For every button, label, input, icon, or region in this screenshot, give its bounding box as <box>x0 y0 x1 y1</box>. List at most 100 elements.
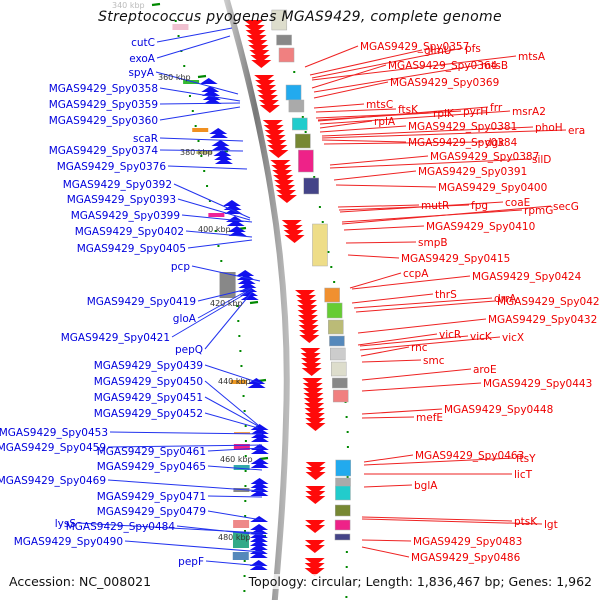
reverse-gene-label[interactable]: MGAS9429_Spy0428 <box>497 296 600 308</box>
reverse-gene-label[interactable]: mefE <box>416 412 443 424</box>
forward-gene-label[interactable]: MGAS9429_Spy0451 <box>94 392 203 404</box>
reverse-gene-box <box>276 34 292 46</box>
reverse-gene-label[interactable]: mtsC <box>366 99 393 111</box>
reverse-gene-label[interactable]: ftsK <box>398 104 419 116</box>
reverse-gene-label[interactable]: pyrH <box>463 106 488 118</box>
forward-gene-label[interactable]: pepF <box>178 556 204 568</box>
reverse-gene-label[interactable]: frr <box>490 102 503 114</box>
reverse-gene-label[interactable]: rnc <box>411 342 428 354</box>
forward-gene-label[interactable]: MGAS9429_Spy0393 <box>67 194 176 206</box>
reverse-gene-label[interactable]: thrS <box>435 289 457 301</box>
forward-gene-label[interactable]: exoA <box>129 53 156 65</box>
reverse-gene-label[interactable]: ccpA <box>403 268 429 280</box>
reverse-gene-label[interactable]: ftsY <box>516 453 536 465</box>
forward-gene-label[interactable]: MGAS9429_Spy0450 <box>94 376 203 388</box>
reverse-gene-label[interactable]: MGAS9429_Spy0400 <box>438 182 547 194</box>
reverse-gene-label[interactable]: phoH <box>535 122 563 134</box>
reverse-gene-label[interactable]: coaE <box>505 197 530 209</box>
reverse-gene-label[interactable]: smc <box>423 355 445 367</box>
forward-gene-label[interactable]: MGAS9429_Spy0374 <box>49 145 159 157</box>
forward-gene-label[interactable]: pepQ <box>175 344 203 356</box>
forward-gene-label[interactable]: MGAS9429_Spy0453 <box>0 427 108 439</box>
forward-gene-label[interactable]: MGAS9429_Spy0490 <box>14 536 123 548</box>
reverse-gene-label[interactable]: mtsB <box>481 60 508 72</box>
forward-gene-arrow <box>250 516 269 522</box>
forward-gene-label[interactable]: MGAS9429_Spy0461 <box>97 446 206 458</box>
forward-gene-label[interactable]: pcp <box>171 261 190 273</box>
reverse-gene-label[interactable]: MGAS9429_Spy0486 <box>411 552 521 564</box>
reverse-gene-label[interactable]: glmU <box>424 45 452 57</box>
reverse-gene-label[interactable]: rpmG <box>524 205 553 217</box>
reverse-gene-label[interactable]: era <box>568 125 585 137</box>
reverse-gene-label[interactable]: rplK <box>433 108 455 120</box>
reverse-gene-arrow <box>298 320 319 328</box>
reverse-gene-arrow <box>258 100 279 108</box>
label-connector <box>363 484 413 488</box>
reverse-gene-label[interactable]: MGAS9429_Spy0415 <box>401 253 510 265</box>
reverse-gene-label[interactable]: dgk <box>485 137 505 149</box>
reverse-gene-label[interactable]: vicK <box>470 331 493 343</box>
forward-gene-label[interactable]: MGAS9429_Spy0479 <box>97 506 206 518</box>
reverse-gene-label[interactable]: MGAS9429_Spy0357 <box>360 41 469 53</box>
forward-gene-label[interactable]: spyA <box>128 67 154 79</box>
label-connector <box>311 47 464 79</box>
forward-gene-label[interactable]: cutC <box>131 37 155 49</box>
forward-gene-label[interactable]: MGAS9429_Spy0439 <box>94 360 203 372</box>
reverse-gene-label[interactable]: vicX <box>502 332 524 344</box>
forward-gene-label[interactable]: MGAS9429_Spy0452 <box>94 408 203 420</box>
reverse-gene-label[interactable]: MGAS9429_Spy0384 <box>408 137 518 149</box>
forward-gene-arrow <box>211 140 230 146</box>
forward-gene-label[interactable]: MGAS9429_Spy0484 <box>66 521 176 533</box>
forward-gene-label[interactable]: MGAS9429_Spy0471 <box>97 491 206 503</box>
reverse-gene-label[interactable]: MGAS9429_Spy0410 <box>426 221 535 233</box>
forward-gene-label[interactable]: MGAS9429_Spy0359 <box>49 99 158 111</box>
reverse-gene-label[interactable]: fpg <box>471 200 488 212</box>
reverse-gene-label[interactable]: MGAS9429_Spy0391 <box>418 166 527 178</box>
forward-gene-label[interactable]: MGAS9429_Spy0469 <box>0 475 106 487</box>
reverse-gene-label[interactable]: MGAS9429_Spy0483 <box>413 536 522 548</box>
reverse-gene-label[interactable]: lgt <box>544 519 558 531</box>
reverse-gene-label[interactable]: MGAS9429_Spy0424 <box>472 271 582 283</box>
label-connector <box>313 64 480 93</box>
forward-gene-label[interactable]: MGAS9429_Spy0405 <box>77 243 186 255</box>
reverse-gene-label[interactable]: silD <box>532 154 551 166</box>
reverse-gene-arrow <box>299 330 319 338</box>
reverse-gene-arrow <box>295 295 316 303</box>
forward-gene-label[interactable]: MGAS9429_Spy0360 <box>49 115 158 127</box>
forward-gene-label[interactable]: scaR <box>133 133 158 145</box>
forward-gene-label[interactable]: MGAS9429_Spy0392 <box>63 179 172 191</box>
forward-gene-label[interactable]: lysS <box>55 518 77 530</box>
forward-gene-label[interactable]: MGAS9429_Spy0358 <box>49 83 158 95</box>
reverse-gene-label[interactable]: rplA <box>374 116 396 128</box>
minor-tick <box>327 251 330 253</box>
reverse-gene-label[interactable]: MGAS9429_Spy0369 <box>390 77 499 89</box>
reverse-gene-label[interactable]: vicR <box>439 329 461 341</box>
reverse-gene-label[interactable]: MGAS9429_Spy0463 <box>415 450 524 462</box>
reverse-gene-label[interactable]: MGAS9429_Spy0364 <box>388 60 498 72</box>
reverse-gene-label[interactable]: aroE <box>473 364 497 376</box>
forward-gene-label[interactable]: MGAS9429_Spy0399 <box>71 210 180 222</box>
reverse-gene-label[interactable]: ptsK <box>514 516 538 528</box>
reverse-gene-label[interactable]: mutR <box>421 200 449 212</box>
forward-gene-arrow <box>238 282 257 288</box>
reverse-gene-label[interactable]: smpB <box>418 237 448 249</box>
reverse-gene-label[interactable]: MGAS9429_Spy0387 <box>430 151 539 163</box>
reverse-gene-label[interactable]: secG <box>553 201 579 213</box>
reverse-gene-label[interactable]: drrA <box>494 293 517 305</box>
reverse-gene-label[interactable]: MGAS9429_Spy0381 <box>408 121 517 133</box>
forward-gene-label[interactable]: MGAS9429_Spy0419 <box>87 296 196 308</box>
reverse-gene-label[interactable]: MGAS9429_Spy0448 <box>444 404 553 416</box>
forward-gene-label[interactable]: MGAS9429_Spy0459 <box>0 442 106 454</box>
reverse-gene-label[interactable]: licT <box>514 469 533 481</box>
reverse-gene-label[interactable]: pfs <box>465 43 481 55</box>
reverse-gene-label[interactable]: bglA <box>414 480 438 492</box>
forward-gene-label[interactable]: gloA <box>173 313 197 325</box>
forward-gene-label[interactable]: MGAS9429_Spy0402 <box>75 226 184 238</box>
reverse-gene-label[interactable]: MGAS9429_Spy0443 <box>483 378 592 390</box>
forward-gene-label[interactable]: MGAS9429_Spy0376 <box>57 161 167 173</box>
reverse-gene-label[interactable]: mtsA <box>518 51 546 63</box>
forward-gene-label[interactable]: MGAS9429_Spy0421 <box>61 332 170 344</box>
reverse-gene-label[interactable]: msrA2 <box>512 106 546 118</box>
reverse-gene-label[interactable]: MGAS9429_Spy0432 <box>488 314 597 326</box>
forward-gene-label[interactable]: MGAS9429_Spy0465 <box>97 461 206 473</box>
